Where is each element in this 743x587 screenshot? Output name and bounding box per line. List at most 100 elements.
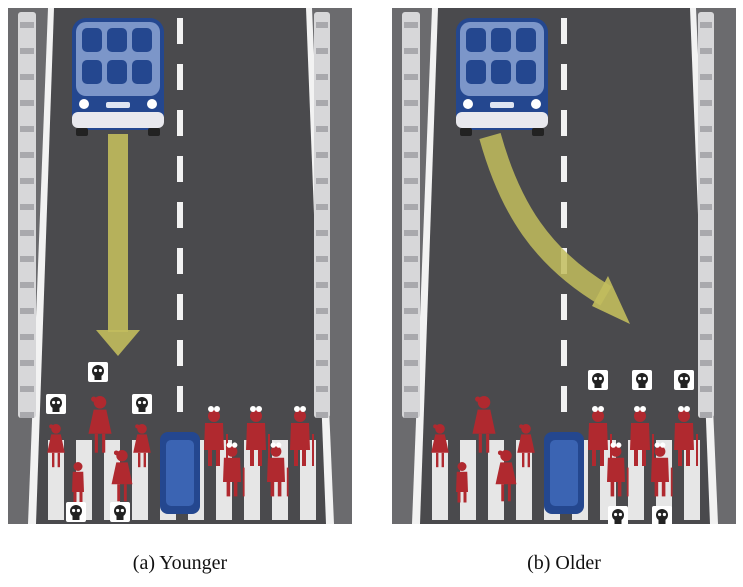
barrier-segment — [404, 360, 418, 366]
lane-dash — [177, 202, 183, 228]
barrier-segment — [404, 230, 418, 236]
barrier-block-top — [550, 440, 578, 506]
pedestrian-pigtail — [433, 424, 438, 429]
car-wheel — [460, 128, 472, 136]
barrier-segment — [404, 74, 418, 80]
pedestrian-leg — [686, 450, 690, 466]
barrier-segment — [316, 386, 328, 392]
pedestrian-hair — [610, 442, 616, 448]
skull-icon — [608, 506, 628, 524]
pedestrian-pigtail — [519, 424, 524, 429]
barrier-rail — [698, 12, 714, 418]
barrier-segment — [700, 360, 712, 366]
barrier-segment — [20, 100, 34, 106]
barrier-segment — [316, 334, 328, 340]
skull-eye — [76, 508, 80, 513]
barrier-segment — [20, 74, 34, 80]
caption-younger: (a) Younger — [132, 552, 228, 574]
skull-icon — [674, 370, 694, 390]
pedestrian-hair — [654, 442, 660, 448]
scenario-illustration-younger — [8, 8, 352, 524]
skull-eye — [662, 512, 666, 517]
pedestrian-leg — [486, 433, 490, 453]
pedestrian-icon — [290, 406, 314, 466]
barrier-segment — [316, 230, 328, 236]
pedestrian-leg — [441, 452, 444, 468]
skull-icon — [110, 502, 130, 522]
barrier-segment — [316, 178, 328, 184]
barrier-segment — [316, 48, 328, 54]
skull-eye — [658, 512, 662, 517]
car-headlight — [79, 99, 89, 109]
lane-dash — [177, 248, 183, 274]
barrier-segment — [404, 100, 418, 106]
pedestrian-body — [607, 457, 625, 482]
barrier-segment — [404, 22, 418, 28]
barrier-segment — [20, 360, 34, 366]
pedestrian-leg — [216, 450, 220, 466]
car-seat — [132, 60, 152, 84]
pedestrian-icon — [588, 406, 612, 466]
pedestrian-body — [223, 457, 241, 482]
skull-jaw — [138, 407, 146, 412]
skull-eye — [94, 368, 98, 373]
pedestrian-head — [610, 446, 622, 457]
barrier-segment — [700, 412, 712, 418]
skull-eye — [56, 400, 60, 405]
car-headlight — [531, 99, 541, 109]
pedestrian-leg — [642, 450, 646, 466]
pedestrian-leg — [457, 492, 461, 503]
pedestrian-hair — [214, 406, 220, 412]
pedestrian-head — [226, 446, 238, 457]
barrier-segment — [700, 256, 712, 262]
pedestrian-icon — [72, 462, 84, 503]
center-lane-dashes — [177, 18, 183, 412]
crosswalk-stripe — [104, 440, 120, 520]
pedestrian-leg — [250, 450, 254, 466]
pedestrian-leg — [102, 433, 106, 453]
skull-jaw — [94, 375, 102, 380]
pedestrian-leg — [226, 482, 231, 497]
pedestrian-hair — [250, 406, 256, 412]
pedestrian-hair — [270, 442, 276, 448]
pedestrian-leg — [123, 484, 127, 502]
barrier-segment — [700, 204, 712, 210]
skull-head — [592, 373, 604, 385]
barrier-segment — [316, 126, 328, 132]
pedestrian-leg — [138, 452, 141, 468]
pedestrian-body — [630, 423, 650, 450]
pedestrian-cane — [652, 434, 654, 466]
car-seat — [491, 60, 511, 84]
pedestrian-leg — [654, 482, 659, 497]
pedestrian-leg — [208, 450, 212, 466]
barrier-segment — [20, 282, 34, 288]
pedestrian-icon — [111, 450, 133, 502]
barrier-segment — [700, 152, 712, 158]
pedestrian-pigtail — [113, 450, 119, 456]
crosswalk-stripe — [244, 440, 260, 520]
skull-eye — [120, 508, 124, 513]
skull-jaw — [72, 515, 80, 520]
barrier-segment — [316, 74, 328, 80]
pedestrian-pigtail — [49, 424, 54, 429]
pedestrian-cane — [312, 434, 314, 466]
pedestrian-head — [654, 446, 666, 457]
pedestrian-dress — [495, 462, 517, 485]
pedestrian-icon — [431, 424, 449, 468]
barrier-segment — [20, 386, 34, 392]
car-seat — [516, 60, 536, 84]
pedestrian-head — [208, 410, 220, 422]
pedestrian-leg — [73, 492, 77, 503]
pedestrian-hair — [208, 406, 214, 412]
pedestrian-body — [674, 423, 694, 450]
pedestrian-leg — [52, 452, 55, 468]
barrier-segment — [316, 152, 328, 158]
pedestrian-head — [521, 424, 531, 434]
crosswalk-stripe — [628, 440, 644, 520]
barrier-segment — [20, 152, 34, 158]
scenario-panel-older — [392, 8, 736, 524]
skull-head — [114, 505, 126, 517]
barrier-segment — [316, 412, 328, 418]
caption-older: (b) Older — [527, 552, 601, 574]
pedestrian-head — [116, 450, 128, 462]
